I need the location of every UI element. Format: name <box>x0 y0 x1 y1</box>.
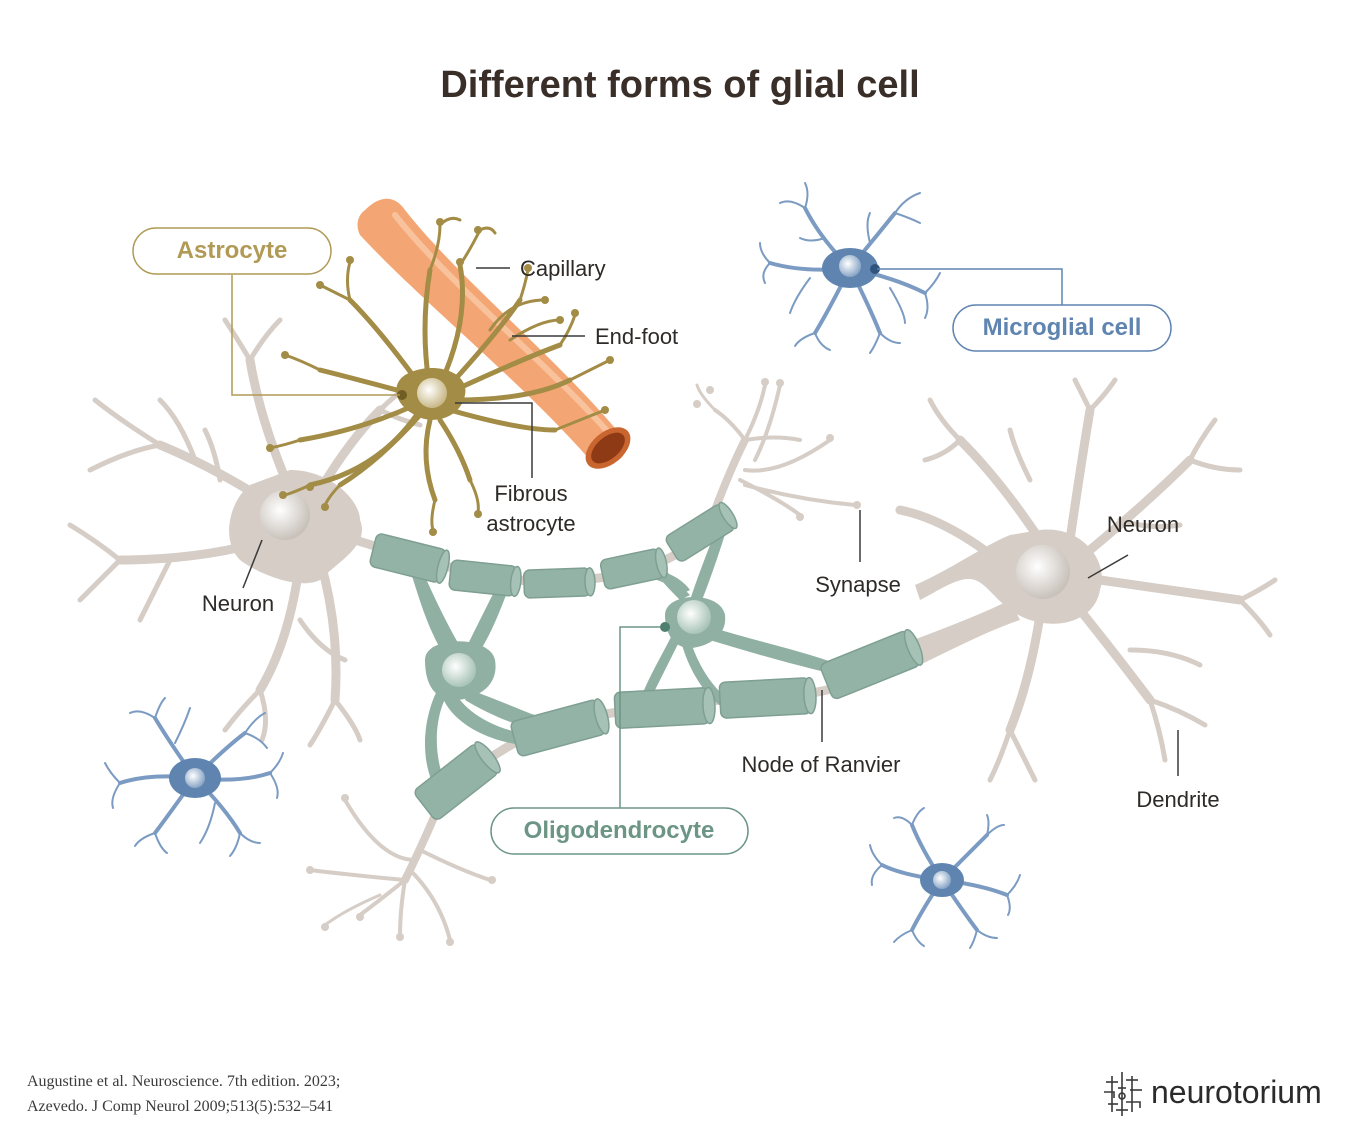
axon-terminal-bottom <box>306 794 496 946</box>
microglia-bottom-center <box>869 807 1021 949</box>
neurotorium-logo-icon <box>1104 1072 1142 1116</box>
reference-line-1: Augustine et al. Neuroscience. 7th editi… <box>27 1073 340 1090</box>
fibrous-astrocyte-leader <box>455 402 533 478</box>
fibrous-label-line1: Fibrous <box>494 481 567 506</box>
myelin-sheaths <box>369 501 924 820</box>
oligodendrocyte-leader <box>619 626 660 808</box>
capillary-label: Capillary <box>520 256 606 281</box>
oligodendrocyte-label: Oligodendrocyte <box>524 817 715 844</box>
microglia-bottom-left <box>104 697 284 857</box>
neuron-right-leader <box>1087 554 1129 579</box>
neuron-left-label: Neuron <box>202 591 274 616</box>
microglial-label-pill: Microglial cell <box>952 304 1172 352</box>
oligodendrocyte-pointer-dot <box>660 622 670 632</box>
page-title: Different forms of glial cell <box>440 64 919 106</box>
astrocyte-leader <box>231 275 400 396</box>
oligodendrocyte-label-pill: Oligodendrocyte <box>490 807 749 855</box>
astrocyte-label: Astrocyte <box>177 237 288 264</box>
brand-name: neurotorium <box>1151 1074 1322 1110</box>
neuron-right-label: Neuron <box>1107 512 1179 537</box>
oligodendrocyte-nucleus-left <box>442 653 476 687</box>
axon-terminal-top <box>693 378 861 521</box>
fibrous-label-line2: astrocyte <box>486 511 575 536</box>
oligodendrocyte-nucleus-right <box>677 600 711 634</box>
microglia-top-right <box>759 182 941 354</box>
synapse-label: Synapse <box>815 572 901 597</box>
astrocyte-label-pill: Astrocyte <box>132 227 332 275</box>
neuron-left-leader <box>242 539 263 589</box>
oligodendrocyte-processes <box>410 520 840 795</box>
neuron-right <box>895 377 1278 783</box>
microglial-leader <box>877 268 1063 305</box>
end-foot-label: End-foot <box>595 324 678 349</box>
leader-lines <box>231 267 1179 808</box>
reference-line-2: Azevedo. J Comp Neurol 2009;513(5):532–5… <box>27 1098 333 1115</box>
node-of-ranvier-label: Node of Ranvier <box>742 752 901 777</box>
dendrite-label: Dendrite <box>1136 787 1219 812</box>
microglial-label: Microglial cell <box>983 314 1142 341</box>
astrocyte-cell <box>266 216 614 536</box>
